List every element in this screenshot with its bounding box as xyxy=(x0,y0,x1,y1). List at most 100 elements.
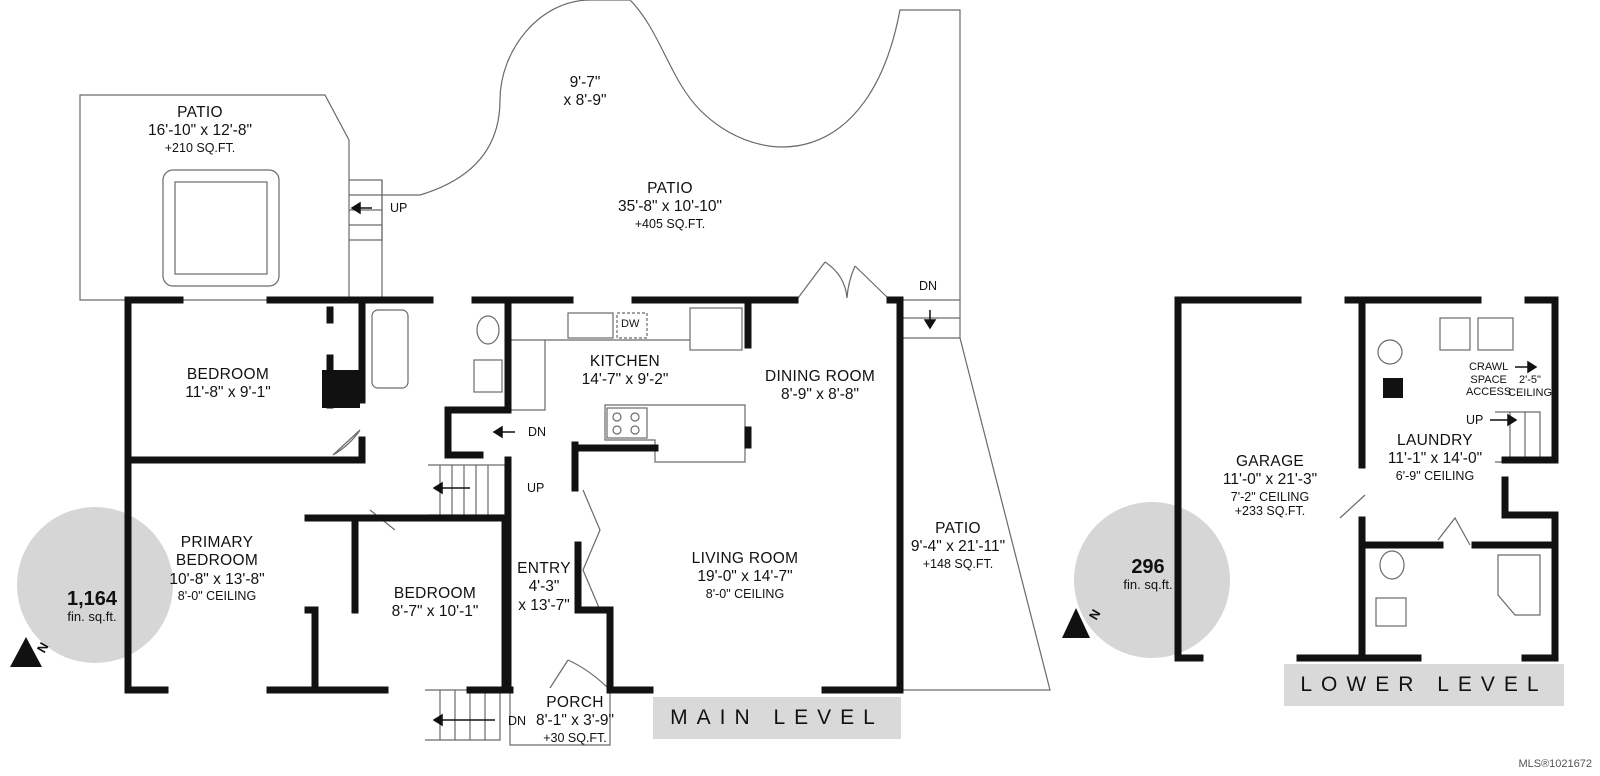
lower-sqft-circle xyxy=(1074,502,1230,658)
laundry-extra: 6'-9" CEILING xyxy=(1395,468,1475,483)
bedroom-nw-dims: 11'-8" x 9'-1" xyxy=(185,384,271,402)
stair-dn-porch: DN xyxy=(508,714,527,728)
patio-main-dims: 35'-8" x 10'-10" xyxy=(618,198,722,216)
bathtub xyxy=(371,309,409,389)
label-patio-nw: PATIO 16'-10" x 12'-8" +210 SQ.FT. xyxy=(140,104,260,155)
living-name: LIVING ROOM xyxy=(691,550,799,567)
label-laundry: LAUNDRY 11'-1" x 14'-0" 6'-9" CEILING xyxy=(1375,432,1495,483)
crawl-line2: SPACE xyxy=(1470,373,1507,386)
laundry-dims: 11'-1" x 14'-0" xyxy=(1387,450,1483,468)
patio-curve-line1: 9'-7" xyxy=(569,74,601,91)
watermark: MLS®1021672 xyxy=(1518,758,1592,770)
patio-east-dims: 9'-4" x 21'-11" xyxy=(910,538,1006,556)
lower-level-banner: LOWER LEVEL xyxy=(1284,664,1564,706)
lower-wall-outer xyxy=(1174,296,1559,662)
label-patio-east: PATIO 9'-4" x 21'-11" +148 SQ.FT. xyxy=(898,520,1018,571)
lower-sqft-value: 296 xyxy=(1131,556,1165,578)
kitchen-island xyxy=(604,404,746,463)
patio-nw-outline xyxy=(79,94,350,301)
stair-dn-patio: DN xyxy=(919,279,938,293)
patio-main-name: PATIO xyxy=(647,180,693,197)
porch-name: PORCH xyxy=(546,694,604,711)
dining-dims: 8'-9" x 8'-8" xyxy=(780,386,860,404)
primary-name2: BEDROOM xyxy=(175,552,259,570)
lower-north-arrow xyxy=(1062,608,1090,638)
water-heater xyxy=(1377,339,1403,365)
lower-post xyxy=(1383,378,1403,398)
patio-main-extra: +405 SQ.FT. xyxy=(634,216,706,231)
toilet xyxy=(476,315,500,345)
washer xyxy=(1439,317,1471,351)
label-entry: ENTRY 4'-3" x 13'-7" xyxy=(510,560,578,615)
porch-extra: +30 SQ.FT. xyxy=(543,730,607,745)
living-extra: 8'-0" CEILING xyxy=(705,586,785,601)
lower-shower xyxy=(1497,554,1541,616)
main-sqft-unit: fin. sq.ft. xyxy=(67,609,117,624)
label-patio-main: PATIO 35'-8" x 10'-10" +405 SQ.FT. xyxy=(600,180,740,231)
patio-nw-name: PATIO xyxy=(177,104,223,121)
kitchen-name: KITCHEN xyxy=(589,353,661,370)
label-porch: PORCH 8'-1" x 3'-9" +30 SQ.FT. xyxy=(525,694,625,745)
kitchen-counter xyxy=(510,339,690,411)
primary-dims: 10'-8" x 13'-8" xyxy=(169,570,265,588)
patio-nw-extra: +210 SQ.FT. xyxy=(164,140,236,155)
label-bedroom-s: BEDROOM 8'-7" x 10'-1" xyxy=(370,585,500,622)
crawl-line3: ACCESS xyxy=(1466,386,1512,399)
patio-east-outline xyxy=(900,337,1051,691)
garage-extra1: 7'-2" CEILING xyxy=(1230,489,1310,504)
main-level-banner: MAIN LEVEL xyxy=(653,697,901,739)
stair-up-lower: UP xyxy=(1466,413,1484,427)
crawl-ceiling-line2: CEILING xyxy=(1508,386,1553,399)
stair-up-patio: UP xyxy=(390,201,408,215)
dryer xyxy=(1477,317,1514,351)
kitchen-dims: 14'-7" x 9'-2" xyxy=(581,371,669,389)
living-dims: 19'-0" x 14'-7" xyxy=(697,568,793,586)
label-garage: GARAGE 11'-0" x 21'-3" 7'-2" CEILING +23… xyxy=(1205,453,1335,519)
patio-curve-line2: x 8'-9" xyxy=(563,92,607,110)
porch-steps xyxy=(425,689,501,741)
label-living: LIVING ROOM 19'-0" x 14'-7" 8'-0" CEILIN… xyxy=(675,550,815,601)
entry-name: ENTRY xyxy=(517,560,571,577)
stair-dn-hall: DN xyxy=(528,425,547,439)
main-wall-outer xyxy=(124,296,904,694)
patio-east-name: PATIO xyxy=(935,520,981,537)
hot-tub xyxy=(162,169,280,287)
label-kitchen: KITCHEN 14'-7" x 9'-2" xyxy=(560,353,690,390)
bedroom-s-dims: 8'-7" x 10'-1" xyxy=(391,603,479,621)
sink xyxy=(567,312,614,339)
label-crawl-space: CRAWL SPACE ACCESS xyxy=(1466,361,1511,399)
porch-outline xyxy=(509,690,611,746)
primary-name1: PRIMARY xyxy=(180,534,254,551)
chimney xyxy=(322,370,360,408)
main-sqft: 1,164 fin. sq.ft. xyxy=(52,588,132,624)
entry-dims1: 4'-3" xyxy=(528,578,560,596)
label-primary: PRIMARY BEDROOM 10'-8" x 13'-8" 8'-0" CE… xyxy=(152,534,282,604)
bath-vanity xyxy=(473,359,503,393)
crawl-line1: CRAWL xyxy=(1468,361,1509,373)
lower-toilet xyxy=(1379,550,1405,580)
garage-name: GARAGE xyxy=(1235,453,1305,470)
entry-dims2: x 13'-7" xyxy=(518,596,570,614)
laundry-name: LAUNDRY xyxy=(1397,432,1473,449)
lower-wall-inner xyxy=(1358,296,1559,662)
cooktop xyxy=(606,407,648,439)
garage-extra2: +233 SQ.FT. xyxy=(1234,504,1306,519)
primary-extra: 8'-0" CEILING xyxy=(177,588,257,603)
label-patio-curve: 9'-7" x 8'-9" xyxy=(540,74,630,111)
dishwasher xyxy=(616,312,648,339)
garage-dims: 11'-0" x 21'-3" xyxy=(1222,471,1318,489)
patio-main-outline xyxy=(381,0,961,300)
fridge xyxy=(689,307,743,351)
dining-name: DINING ROOM xyxy=(764,368,876,385)
lower-sqft-unit: fin. sq.ft. xyxy=(1123,577,1173,592)
dishwasher-label: DW xyxy=(621,318,640,330)
bedroom-s-name: BEDROOM xyxy=(393,585,477,602)
patio-east-extra: +148 SQ.FT. xyxy=(922,556,994,571)
lower-sqft: 296 fin. sq.ft. xyxy=(1108,556,1188,592)
porch-dims: 8'-1" x 3'-9" xyxy=(535,712,615,730)
main-sqft-value: 1,164 xyxy=(66,588,118,610)
crawl-ceiling-line1: 2'-5" xyxy=(1519,374,1541,386)
label-dining: DINING ROOM 8'-9" x 8'-8" xyxy=(755,368,885,405)
bedroom-nw-name: BEDROOM xyxy=(186,366,270,383)
